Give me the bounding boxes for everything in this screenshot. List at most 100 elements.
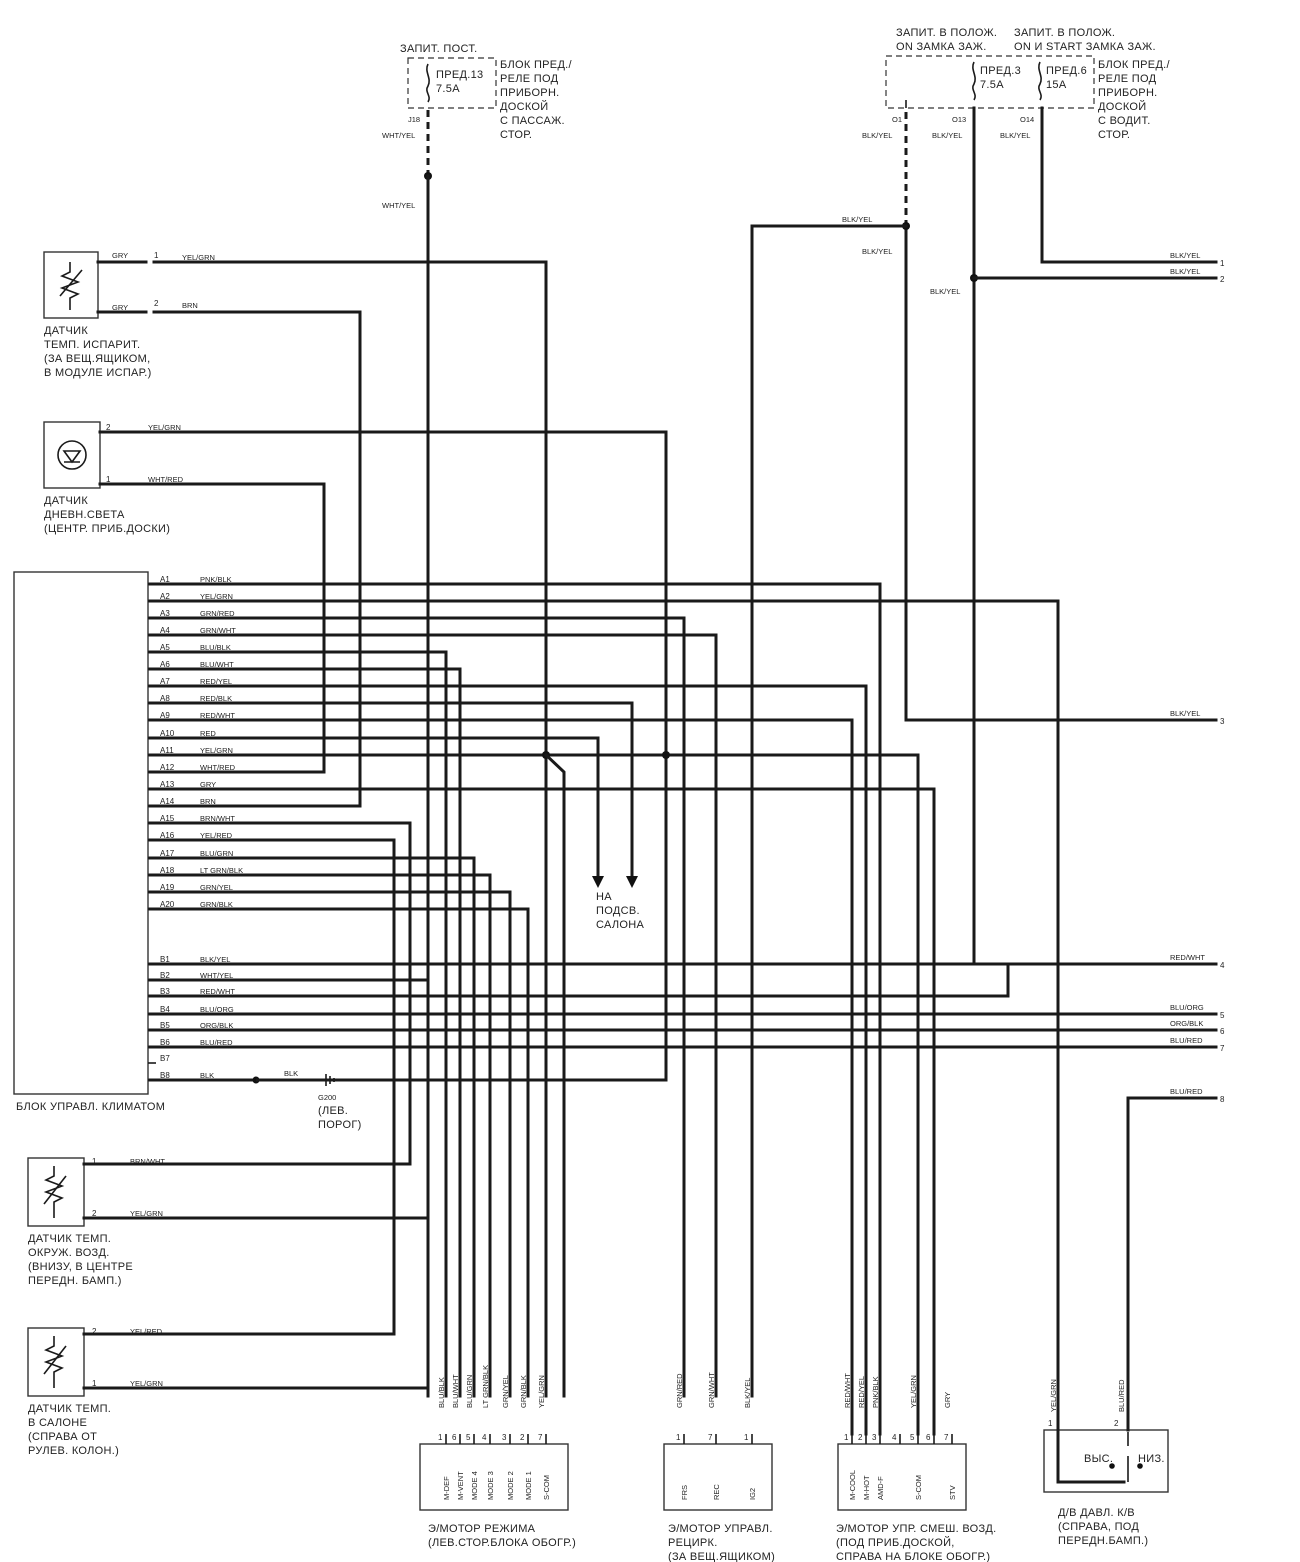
sensor-label-line-1: ДАТЧИК ТЕМП. <box>28 1233 111 1245</box>
connector-number: 1 <box>1220 259 1225 268</box>
wire-label: BLU/RED <box>200 1038 233 1047</box>
wire-label: RED <box>200 729 216 738</box>
photo-diode-icon <box>62 450 82 464</box>
wire-label: BLU/GRN <box>465 1375 474 1408</box>
thermistor-icon <box>43 1336 65 1388</box>
wire-label: BLU/WHT <box>200 660 234 669</box>
fuse-block-passenger: ЗАПИТ. ПОСТ. ПРЕД.13 7.5A БЛОК ПРЕД./ РЕ… <box>382 43 572 1398</box>
motor-terminal-label: M-COOL <box>848 1470 857 1500</box>
pin-label: 3 <box>872 1433 877 1442</box>
wire-gry <box>148 787 936 1420</box>
pin-label: 7 <box>538 1433 543 1442</box>
wire-label: YEL/GRN <box>200 592 233 601</box>
sensor-label-line-2: ОКРУЖ. ВОЗД. <box>28 1247 110 1259</box>
block-label-line-5: С ВОДИТ. <box>1098 115 1151 127</box>
pin-label: 3 <box>502 1433 507 1442</box>
switch-high-label: ВЫС. <box>1084 1453 1113 1465</box>
ground-icon <box>325 1074 335 1086</box>
motor-outline <box>663 1443 773 1511</box>
pressure-switch: YEL/GRN BLU/RED 1 2 ВЫС. НИЗ. Д/В ДАВЛ. … <box>1043 1379 1169 1547</box>
control-unit-pin: B7 <box>160 1054 170 1063</box>
pin-label: 7 <box>944 1433 949 1442</box>
wire-label: GRN/YEL <box>501 1375 510 1408</box>
motor-terminal-label: S-COM <box>542 1475 551 1500</box>
wire-yel-red <box>148 838 396 1336</box>
ground-label: (ЛЕВ. <box>318 1105 348 1117</box>
sensor-label-line-2: ДНЕВН.СВЕТА <box>44 509 125 521</box>
wire-label: BLK/YEL <box>1170 251 1200 260</box>
wire-grn-yel <box>148 890 512 1398</box>
pin-label: 4 <box>482 1433 487 1442</box>
wire-label: PNK/BLK <box>871 1376 880 1408</box>
motor-terminal-label: STV <box>948 1485 957 1500</box>
control-unit-pin: A18 <box>160 866 175 875</box>
block-label-line-5: С ПАССАЖ. <box>500 115 565 127</box>
ground-label: G200 <box>318 1093 336 1102</box>
control-unit-pin: B3 <box>160 987 170 996</box>
wire-label: YEL/GRN <box>130 1379 163 1388</box>
wire-label: BRN <box>200 797 216 806</box>
motor-terminal-label: AMD-F <box>876 1476 885 1500</box>
wire-label: GRY <box>112 303 128 312</box>
sensor-label-line-3: (ВНИЗУ, В ЦЕНТРЕ <box>28 1261 133 1273</box>
wire-label: YEL/GRN <box>909 1375 918 1408</box>
control-unit-pin: A14 <box>160 797 175 806</box>
pin-label: 2 <box>520 1433 525 1442</box>
control-unit-pin: B5 <box>160 1021 170 1030</box>
control-unit-pin: A1 <box>160 575 170 584</box>
sensor-evaporator-temp: 1 2 GRY GRY YEL/GRN BRN ДАТЧИК ТЕМП. ИСП… <box>43 251 548 1398</box>
control-unit-pin: A19 <box>160 883 175 892</box>
wire-label: YEL/RED <box>200 831 233 840</box>
arrow-down-icon <box>592 876 604 888</box>
fuse-symbol <box>1038 61 1042 101</box>
wire-label: WHT/RED <box>200 763 236 772</box>
wire-label: BLU/WHT <box>451 1374 460 1408</box>
motor-air-mix: RED/WHT1M-COOLRED/YEL2M-HOTPNK/BLK3AMD-F… <box>836 1373 996 1562</box>
wire-label: PNK/BLK <box>200 575 232 584</box>
connector-number: 8 <box>1220 1095 1225 1104</box>
control-unit-pin: B1 <box>160 955 170 964</box>
arrow-down-icon <box>626 876 638 888</box>
motor-label-line: (ЗА ВЕЩ.ЯЩИКОМ) <box>668 1551 775 1562</box>
fuse-block-driver: ЗАПИТ. В ПОЛОЖ. ON ЗАМКА ЗАЖ. ЗАПИТ. В П… <box>750 27 1218 1398</box>
junction-dot <box>662 751 670 759</box>
wire-label: GRN/BLK <box>200 900 233 909</box>
control-unit-pin: A20 <box>160 900 175 909</box>
pin-label: 1 <box>744 1433 749 1442</box>
lighting-label-line-2: ПОДСВ. <box>596 905 640 917</box>
wire-label: BLU/ORG <box>200 1005 234 1014</box>
pin-label: 2 <box>154 299 159 308</box>
wire-label: RED/BLK <box>200 694 232 703</box>
feed-a-line-2: ON ЗАМКА ЗАЖ. <box>896 41 987 53</box>
pin-label: 7 <box>708 1433 713 1442</box>
control-unit-pin: B2 <box>160 971 170 980</box>
wire-label: WHT/YEL <box>200 971 233 980</box>
wire-blu-wht <box>148 667 462 1398</box>
control-unit-pin: A17 <box>160 849 175 858</box>
wire-red-blk <box>148 701 634 878</box>
wire-label: BLU/RED <box>1117 1379 1126 1412</box>
wire-yel-grn-scom <box>543 752 566 1398</box>
sensor-label-line-3: (ЦЕНТР. ПРИБ.ДОСКИ) <box>44 523 170 535</box>
wire-label: BLK/YEL <box>1170 267 1200 276</box>
wire-label: GRN/YEL <box>200 883 233 892</box>
motor-label-line: (ЛЕВ.СТОР.БЛОКА ОБОГР.) <box>428 1537 576 1549</box>
sensor-label-line-4: ПЕРЕДН. БАМП.) <box>28 1275 122 1287</box>
wire-blk-yel-recirc <box>750 224 908 1398</box>
wire-label: RED/WHT <box>200 987 235 996</box>
switch-label-line-3: ПЕРЕДН.БАМП.) <box>1058 1535 1148 1547</box>
sensor-outline <box>43 251 99 319</box>
wire-label: BLU/BLK <box>437 1377 446 1408</box>
wire-label: BLK/YEL <box>930 287 960 296</box>
wire-red-wht <box>148 718 854 1420</box>
motor-label-line: Э/МОТОР РЕЖИМА <box>428 1523 536 1535</box>
wire-blu-red-8 <box>1126 1096 1218 1420</box>
terminal-label: O13 <box>952 115 966 124</box>
wire-label: RED/YEL <box>857 1376 866 1408</box>
wire-label: RED/WHT <box>843 1373 852 1408</box>
block-label-line-3: ПРИБОРН. <box>500 87 560 99</box>
wire-label: BRN/WHT <box>200 814 235 823</box>
sensor-label-line-4: РУЛЕВ. КОЛОН.) <box>28 1445 119 1457</box>
